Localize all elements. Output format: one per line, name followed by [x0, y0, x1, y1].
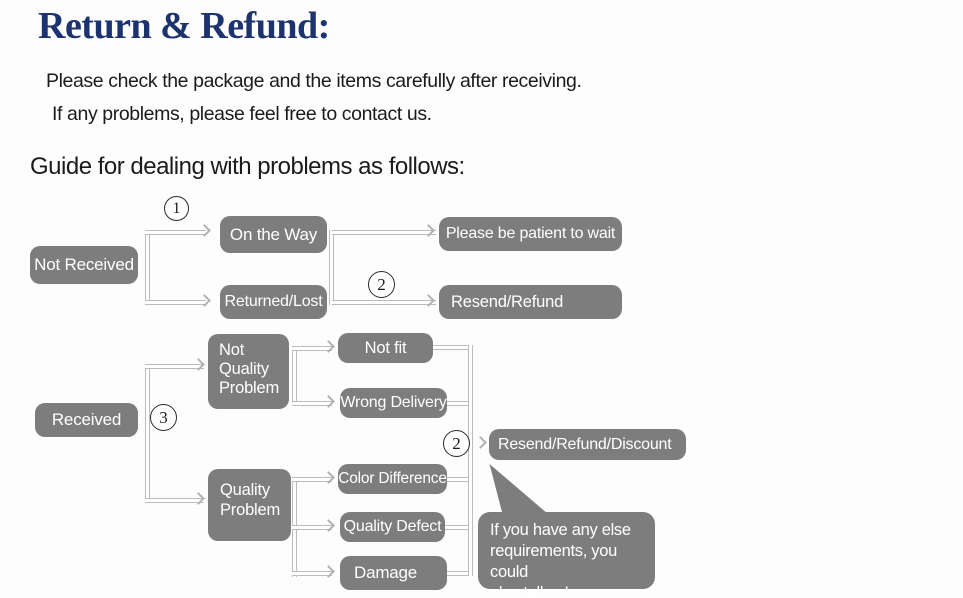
- connector-to-quality-defect: [292, 525, 332, 530]
- speech-bubble-line-3: also tell us!: [490, 583, 569, 598]
- node-quality-defect: Quality Defect: [340, 512, 445, 542]
- node-wrong-delivery: Wrong Delivery: [340, 388, 447, 418]
- node-quality-problem: Quality Problem: [208, 469, 291, 541]
- connector-damage-to-bus: [447, 571, 469, 576]
- connector-to-wrong-delivery: [292, 401, 332, 406]
- connector-to-not-fit: [292, 346, 332, 351]
- step-badge-3: 3: [150, 404, 177, 431]
- connector-wrongdelivery-to-bus: [447, 401, 469, 406]
- step-badge-1: 1: [164, 196, 189, 221]
- node-color-difference: Color Difference: [338, 464, 447, 494]
- step-badge-2-bottom: 2: [443, 430, 470, 457]
- speech-bubble-line-1: If you have any else: [490, 521, 631, 539]
- node-not-received: Not Received: [30, 246, 138, 284]
- arrowhead-icon: [474, 436, 487, 449]
- node-not-quality-problem: Not Quality Problem: [208, 334, 289, 409]
- connector-to-not-quality-problem: [145, 364, 204, 369]
- node-resend-refund-discount: Resend/Refund/Discount: [489, 429, 686, 460]
- connector-not-received-branch: [145, 230, 150, 304]
- node-on-the-way: On the Way: [220, 216, 327, 253]
- speech-bubble-tail: [489, 464, 548, 514]
- connector-to-quality-problem: [145, 498, 204, 503]
- connector-to-damage: [292, 571, 332, 576]
- intro-line-2: If any problems, please feel free to con…: [52, 103, 432, 125]
- connector-mid-branch: [329, 230, 334, 305]
- connector-to-resend-refund: [332, 300, 436, 305]
- node-returned-lost: Returned/Lost: [220, 285, 327, 319]
- connector-nqp-branch: [292, 346, 297, 406]
- node-be-patient: Please be patient to wait: [439, 217, 622, 251]
- node-resend-refund: Resend/Refund: [439, 285, 622, 319]
- speech-bubble: If you have any else requirements, you c…: [478, 512, 655, 598]
- node-damage: Damage: [340, 556, 447, 590]
- connector-received-branch: [145, 364, 150, 503]
- connector-collector-bus: [468, 345, 473, 576]
- connector-to-be-patient: [332, 230, 436, 235]
- connector-to-returned-lost: [145, 300, 206, 305]
- speech-bubble-line-2: requirements, you could: [490, 541, 617, 581]
- page-title: Return & Refund:: [38, 5, 330, 47]
- connector-colordiff-to-bus: [447, 477, 469, 482]
- connector-notfit-to-bus: [433, 345, 469, 350]
- step-badge-2-top: 2: [368, 271, 395, 298]
- connector-to-color-difference: [292, 477, 332, 482]
- connector-qualitydefect-to-bus: [445, 525, 469, 530]
- node-not-fit: Not fit: [338, 333, 433, 363]
- connector-to-on-the-way: [145, 230, 206, 235]
- intro-line-1: Please check the package and the items c…: [46, 70, 582, 92]
- node-received: Received: [35, 403, 138, 437]
- guide-heading: Guide for dealing with problems as follo…: [30, 153, 465, 180]
